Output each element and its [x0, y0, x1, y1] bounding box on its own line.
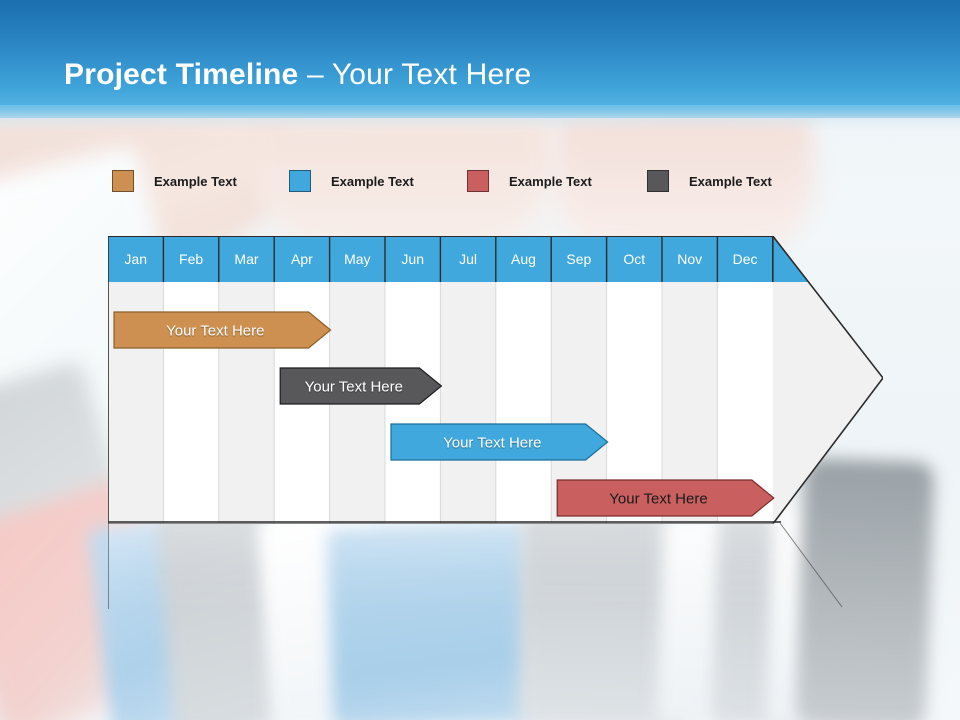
month-header-jun[interactable]: Jun [401, 251, 424, 267]
chart-column-stripe [495, 282, 552, 524]
month-header-feb[interactable]: Feb [179, 251, 204, 267]
month-header-dec[interactable]: Dec [732, 251, 758, 267]
timeline-bar-3[interactable] [390, 423, 609, 461]
page-title: Project Timeline – Your Text Here [64, 58, 531, 92]
month-header-apr[interactable]: Apr [290, 251, 313, 267]
legend-item[interactable]: Example Text [112, 168, 237, 194]
legend: Example Text Example Text Example Text Exam… [112, 168, 852, 198]
legend-swatch-icon [112, 170, 134, 192]
page-title-light: – Your Text Here [298, 58, 532, 91]
page-title-strong: Project Timeline [64, 58, 299, 91]
month-header-jan[interactable]: Jan [124, 251, 147, 267]
month-header-aug[interactable]: Aug [511, 251, 536, 267]
timeline-bar-label-3: Your Text Here [443, 435, 541, 452]
timeline-bar-2[interactable] [279, 367, 443, 405]
legend-swatch-icon [289, 170, 311, 192]
legend-item-label: Example Text [509, 173, 592, 189]
legend-item-label: Example Text [689, 173, 772, 189]
title-banner [0, 0, 960, 118]
month-header-oct[interactable]: Oct [623, 251, 646, 267]
chart-outline [108, 236, 883, 524]
month-header-nov[interactable]: Nov [677, 251, 703, 267]
timeline-bar-label-2: Your Text Here [305, 379, 403, 396]
legend-swatch-icon [467, 170, 489, 192]
legend-item[interactable]: Example Text [647, 168, 772, 194]
banner-fade [0, 105, 960, 131]
legend-item-label: Example Text [154, 173, 237, 189]
background-blur-shape [326, 521, 534, 720]
legend-swatch-icon [647, 170, 669, 192]
month-header-jul[interactable]: Jul [459, 251, 478, 267]
legend-item[interactable]: Example Text [289, 168, 414, 194]
month-header-may[interactable]: May [344, 251, 371, 267]
timeline-bar-1[interactable] [113, 311, 332, 349]
timeline-bar-label-4: Your Text Here [609, 491, 707, 508]
legend-item-label: Example Text [331, 173, 414, 189]
month-header-sep[interactable]: Sep [566, 251, 592, 267]
month-header-mar[interactable]: Mar [234, 251, 259, 267]
legend-item[interactable]: Example Text [467, 168, 592, 194]
timeline-bar-4[interactable] [556, 479, 775, 517]
timeline-bar-label-1: Your Text Here [166, 323, 264, 340]
